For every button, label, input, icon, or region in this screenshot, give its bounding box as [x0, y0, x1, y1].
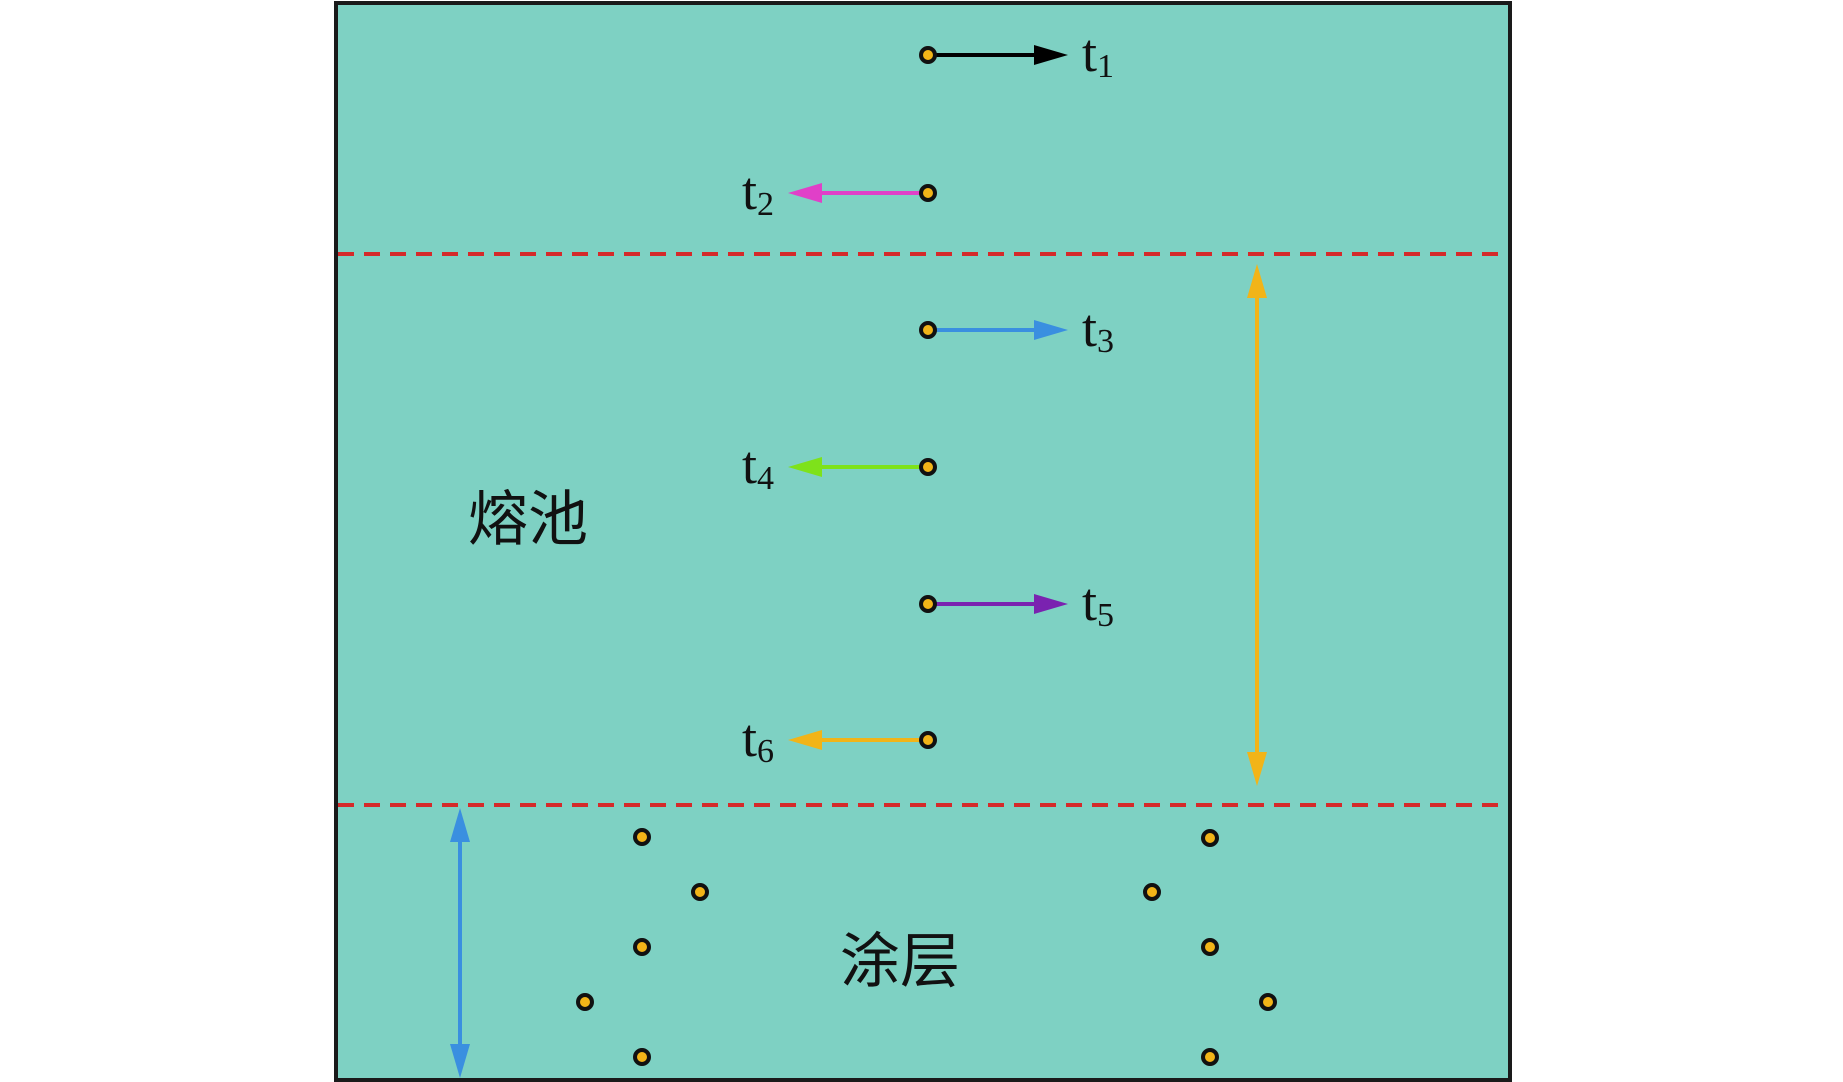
pool-depth-arrow	[1247, 264, 1267, 786]
time-step-arrows: t1 t2 t3 t4 t5 t6	[742, 23, 1114, 770]
coating-depth-arrow	[450, 808, 470, 1078]
time-step-1-particle	[919, 46, 937, 64]
time-step-6: t6	[742, 708, 937, 770]
time-step-2-label: t2	[742, 161, 774, 223]
coating-particle	[1259, 993, 1277, 1011]
time-step-3: t3	[919, 298, 1114, 360]
time-step-3-label: t3	[1082, 298, 1114, 360]
time-step-5-arrowhead	[1034, 594, 1068, 614]
coating-particle	[1201, 1048, 1219, 1066]
time-step-1-label: t1	[1082, 23, 1114, 85]
time-step-6-arrowhead	[788, 730, 822, 750]
time-step-6-label: t6	[742, 708, 774, 770]
time-step-2-arrowhead	[788, 183, 822, 203]
time-step-4-label: t4	[742, 435, 774, 497]
time-step-1: t1	[919, 23, 1114, 85]
coating-particle	[1143, 883, 1161, 901]
coating-particle	[691, 883, 709, 901]
coating-particle	[576, 993, 594, 1011]
time-step-5-particle	[919, 595, 937, 613]
coating-particles	[576, 828, 1277, 1066]
time-step-5: t5	[919, 572, 1114, 634]
coating-label: 涂层	[840, 927, 960, 997]
coating-particle	[633, 828, 651, 846]
time-step-3-arrowhead	[1034, 320, 1068, 340]
time-step-3-particle	[919, 321, 937, 339]
time-step-4: t4	[742, 435, 937, 497]
coating-particle	[1201, 938, 1219, 956]
coating-particle	[1201, 829, 1219, 847]
time-step-4-particle	[919, 458, 937, 476]
melt-pool-label: 熔池	[468, 485, 588, 555]
coating-particle	[633, 938, 651, 956]
coating-particle	[633, 1048, 651, 1066]
time-step-2: t2	[742, 161, 937, 223]
diagram-frame	[334, 1, 1512, 1082]
time-step-2-particle	[919, 184, 937, 202]
time-step-4-arrowhead	[788, 457, 822, 477]
time-step-6-particle	[919, 731, 937, 749]
time-step-5-label: t5	[1082, 572, 1114, 634]
time-step-1-arrowhead	[1034, 45, 1068, 65]
